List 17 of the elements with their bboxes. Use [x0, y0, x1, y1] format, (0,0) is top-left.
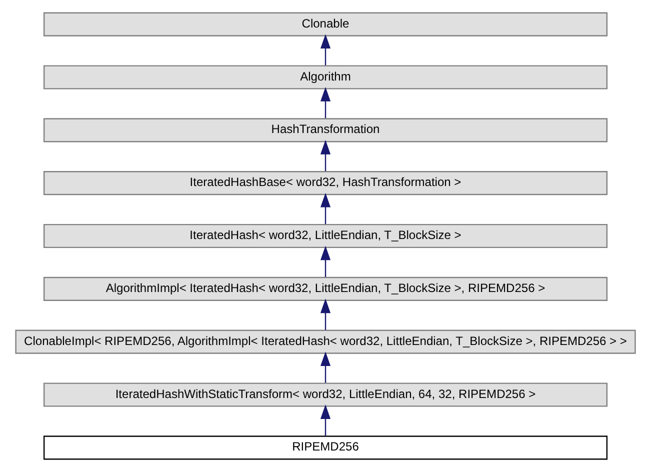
node-box: IteratedHashBase< word32, HashTransformation > [42, 171, 608, 196]
arrow [320, 246, 330, 277]
arrow [320, 192, 330, 224]
arrow [320, 404, 330, 436]
arrow [320, 352, 330, 383]
arrow [320, 86, 330, 118]
node-box: IteratedHash< word32, LittleEndian, T_BlockSize > [42, 224, 608, 248]
node-box: RIPEMD256 [42, 436, 608, 460]
node-box: Algorithm [42, 65, 608, 90]
node-box: HashTransformation [42, 118, 608, 142]
arrow [320, 34, 330, 66]
arrow [320, 298, 330, 330]
node-box: AlgorithmImpl< IteratedHash< word32, LittleEndian, T_BlockSize >, RIPEMD256 > [42, 276, 608, 301]
node-box: ClonableImpl< RIPEMD256, AlgorithmImpl< IteratedHash< word32, LittleEndian, T_BlockSize >, RIPEMD256 > > [14, 330, 636, 354]
node-box: IteratedHashWithStaticTransform< word32, LittleEndian, 64, 32, RIPEMD256 > [42, 382, 608, 407]
arrow [320, 140, 330, 172]
node-box: Clonable [42, 12, 608, 36]
